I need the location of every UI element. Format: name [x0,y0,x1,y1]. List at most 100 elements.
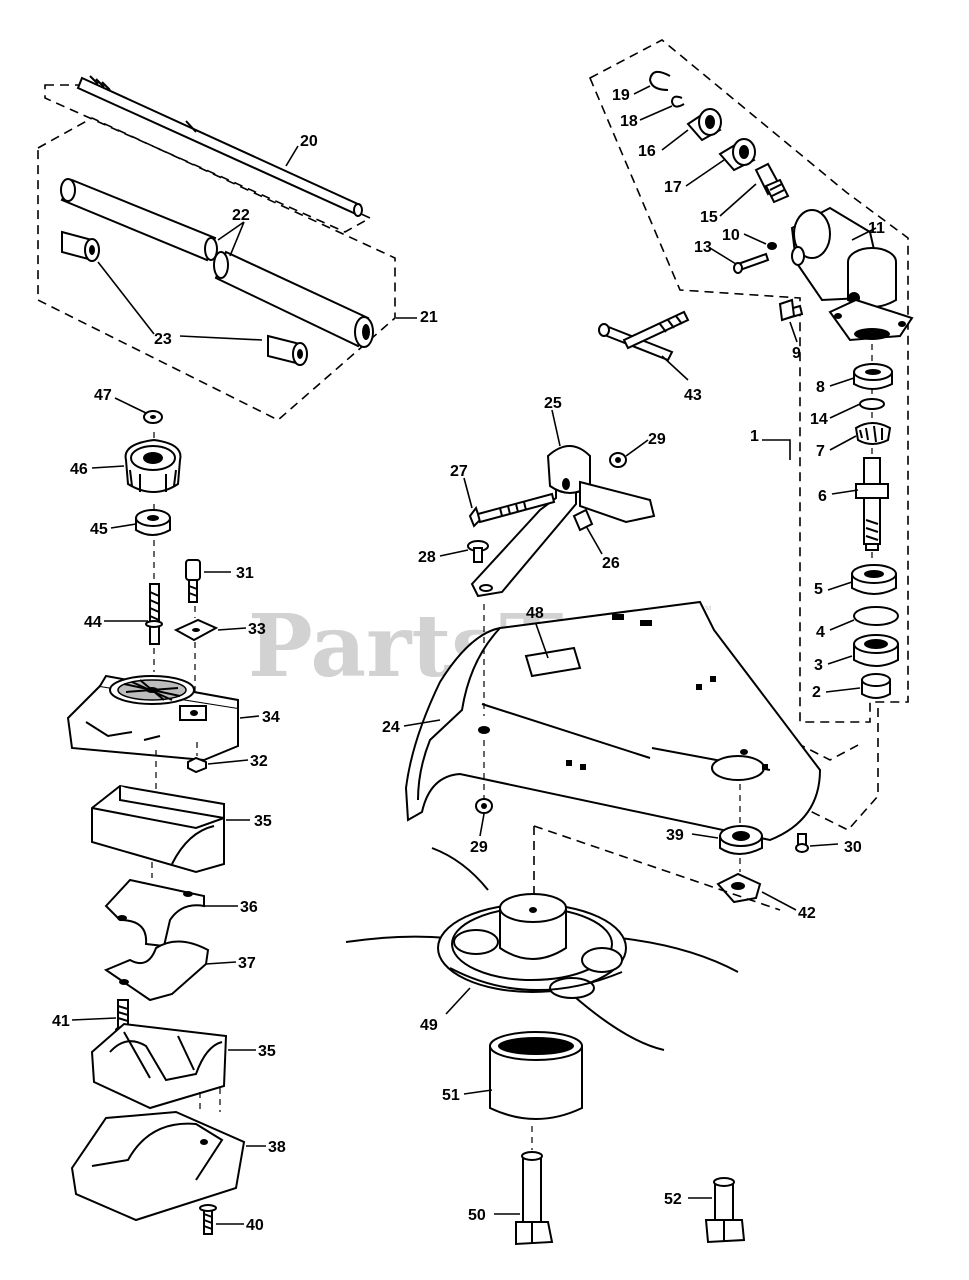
drive-adapter[interactable] [719,825,763,855]
bevel-gear[interactable] [854,422,892,445]
grass-shield[interactable] [404,600,822,842]
callout-labels: 11 1 2 3 4 5 6 7 8 9 10 13 14 15 16 17 1… [52,87,885,1234]
screw-mount[interactable] [778,298,804,322]
callout-46: 46 [70,461,88,478]
callout-27: 27 [450,463,468,480]
carriage-bolt[interactable] [468,492,556,528]
callout-32: 32 [250,753,268,770]
inner-liner[interactable] [60,178,218,262]
clamp-base[interactable] [66,674,239,762]
gearbox-outline [588,39,909,723]
bushing-a[interactable] [61,230,100,262]
callout-37: 37 [238,955,256,972]
bearing-upper[interactable] [686,108,722,142]
callout-11: 11 [868,220,885,237]
outer-housing-tube[interactable] [213,250,374,348]
callout-50: 50 [468,1207,486,1224]
callout-25: 25 [544,395,562,412]
bearing-8[interactable] [853,363,893,390]
clamp-knob[interactable] [124,438,182,493]
callout-13: 13 [694,239,712,256]
trimmer-head[interactable] [345,847,739,1051]
callout-48: 48 [526,605,544,622]
callout-52: 52 [664,1191,682,1208]
lock-nut[interactable] [143,410,163,424]
callout-31: 31 [236,565,254,582]
clamp-group [66,397,266,1235]
housing-group-outline [37,117,396,421]
circlip-large[interactable] [648,70,671,91]
guard-group [403,409,839,911]
lock-plate[interactable] [173,618,219,642]
callout-30: 30 [844,839,862,856]
upper-housing[interactable] [91,784,225,874]
callout-10: 10 [722,227,740,244]
oil-seal[interactable] [853,634,899,667]
callout-42: 42 [798,905,816,922]
callout-36: 36 [240,899,258,916]
callout-29-top: 29 [648,431,666,448]
callout-16: 16 [638,143,656,160]
screw-gear-head[interactable] [733,252,770,274]
pivot-pin[interactable] [185,559,201,603]
spool-cup[interactable] [489,1031,583,1120]
callout-14: 14 [810,411,828,428]
callout-43: 43 [684,387,702,404]
callout-39: 39 [666,827,684,844]
washer-small[interactable] [767,242,777,250]
circlip-small[interactable] [670,95,685,108]
mounting-bolt[interactable] [598,310,690,362]
callout-38: 38 [268,1139,286,1156]
lock-nut-guard[interactable] [475,798,493,814]
callout-18: 18 [620,113,638,130]
callout-47: 47 [94,387,112,404]
bearing-5[interactable] [851,564,897,595]
lower-housing[interactable] [90,1022,228,1110]
callout-6: 6 [818,488,827,505]
pinion-shaft[interactable] [754,162,790,204]
trimmer-head-group [345,847,746,1246]
hex-nut[interactable] [187,756,207,774]
callout-51: 51 [442,1087,460,1104]
callout-1: 1 [750,428,759,445]
bottom-cap[interactable] [70,1110,246,1222]
callout-35-upper: 35 [254,813,272,830]
guard-screw[interactable] [467,540,489,563]
callout-28: 28 [418,549,436,566]
callout-8: 8 [816,379,825,396]
clamp-half-lower[interactable] [103,940,210,1002]
callout-34: 34 [262,709,280,726]
head-bolt[interactable] [515,1151,554,1246]
callout-19: 19 [612,87,630,104]
clamp-half-upper[interactable] [104,878,205,948]
bearing-lower[interactable] [718,138,756,172]
drive-shaft[interactable] [76,75,363,217]
washer-14[interactable] [859,398,885,410]
callout-15: 15 [700,209,718,226]
snap-ring[interactable] [853,606,899,626]
screw-bottom-cap[interactable] [199,1204,217,1235]
bushing-b[interactable] [267,334,308,366]
callout-49: 49 [420,1017,438,1034]
callout-23: 23 [154,331,172,348]
stud-bolt[interactable] [145,583,163,645]
callout-5: 5 [814,581,823,598]
callout-24: 24 [382,719,400,736]
callout-21: 21 [420,309,438,326]
spacer-2[interactable] [861,673,891,699]
bracket-pin[interactable] [572,508,594,532]
callout-20: 20 [300,133,318,150]
spacer-washer[interactable] [135,509,171,536]
callout-44: 44 [84,614,102,631]
gear-head[interactable] [790,206,914,342]
shaft-group [37,75,417,421]
output-shaft[interactable] [855,457,889,551]
screw-30[interactable] [795,833,809,853]
head-bolt-alt[interactable] [704,1177,746,1244]
lock-nut-bracket[interactable] [609,452,627,468]
guard-bracket[interactable] [470,445,656,598]
retainer-plate[interactable] [716,872,762,904]
callout-29-bottom: 29 [470,839,488,856]
callout-40: 40 [246,1217,264,1234]
